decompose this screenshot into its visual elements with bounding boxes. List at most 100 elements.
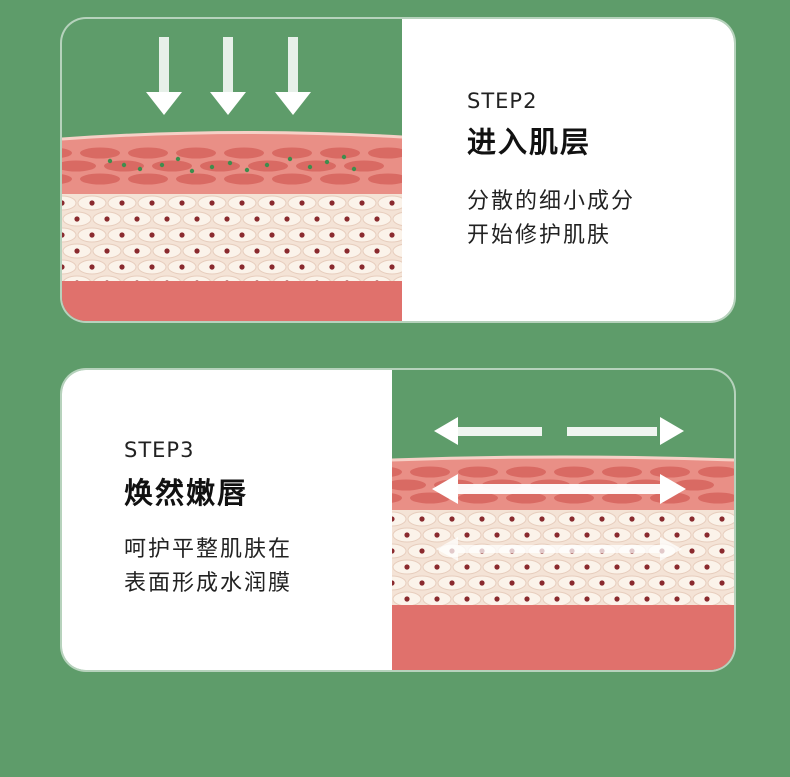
cell-nucleus bbox=[62, 264, 65, 270]
skin-cell bbox=[62, 259, 77, 275]
skin-spot bbox=[128, 147, 168, 159]
skin-spot bbox=[410, 492, 450, 504]
cell-nucleus bbox=[149, 200, 155, 206]
cell-nucleus bbox=[629, 516, 635, 522]
skin-spot bbox=[392, 479, 426, 491]
cell-nucleus bbox=[314, 248, 320, 254]
skin-spot bbox=[458, 466, 498, 478]
skin-spot bbox=[650, 466, 690, 478]
cell-nucleus bbox=[419, 548, 425, 554]
cell-nucleus bbox=[689, 516, 695, 522]
cell-nucleus bbox=[584, 596, 590, 602]
nutrient-droplet bbox=[175, 156, 181, 162]
skin-spot bbox=[698, 466, 734, 478]
cell-nucleus bbox=[389, 264, 395, 270]
cell-nucleus bbox=[494, 532, 500, 538]
cell-nucleus bbox=[374, 248, 380, 254]
cell-nucleus bbox=[419, 580, 425, 586]
down-arrow-icon bbox=[146, 37, 182, 115]
cell-nucleus bbox=[224, 216, 230, 222]
cell-nucleus bbox=[62, 200, 65, 206]
cell-nucleus bbox=[719, 548, 725, 554]
cell-nucleus bbox=[704, 596, 710, 602]
cell-nucleus bbox=[392, 548, 395, 554]
cell-nucleus bbox=[329, 232, 335, 238]
cell-nucleus bbox=[179, 232, 185, 238]
cell-nucleus bbox=[644, 564, 650, 570]
skin-spot bbox=[554, 492, 594, 504]
cell-nucleus bbox=[689, 580, 695, 586]
skin-spot bbox=[602, 466, 642, 478]
nutrient-droplet bbox=[159, 162, 165, 168]
cell-nucleus bbox=[89, 200, 95, 206]
cell-nucleus bbox=[284, 248, 290, 254]
cell-nucleus bbox=[494, 596, 500, 602]
skin-spot bbox=[392, 493, 402, 503]
cell-nucleus bbox=[449, 580, 455, 586]
down-arrow-icon bbox=[275, 37, 311, 115]
step3-card: STEP3 焕然嫩唇 呵护平整肌肤在 表面形成水润膜 bbox=[60, 368, 736, 672]
cell-nucleus bbox=[614, 564, 620, 570]
cell-nucleus bbox=[179, 200, 185, 206]
skin-base-layer bbox=[392, 605, 734, 670]
skin-spot bbox=[80, 147, 120, 159]
nutrient-droplet bbox=[189, 168, 195, 174]
cell-nucleus bbox=[164, 216, 170, 222]
nutrient-droplet bbox=[351, 166, 357, 172]
cell-nucleus bbox=[194, 248, 200, 254]
cell-nucleus bbox=[659, 580, 665, 586]
cell-nucleus bbox=[434, 596, 440, 602]
cell-nucleus bbox=[359, 200, 365, 206]
skin-spot bbox=[344, 160, 384, 172]
cell-nucleus bbox=[254, 216, 260, 222]
cell-nucleus bbox=[239, 232, 245, 238]
skin-spot bbox=[296, 160, 336, 172]
cell-nucleus bbox=[509, 516, 515, 522]
cell-nucleus bbox=[689, 548, 695, 554]
nutrient-droplet bbox=[107, 158, 113, 164]
step-description: 分散的细小成分 开始修护肌肤 bbox=[467, 185, 635, 253]
cell-nucleus bbox=[434, 532, 440, 538]
cell-nucleus bbox=[659, 516, 665, 522]
nutrient-droplet bbox=[307, 164, 313, 170]
nutrient-droplet bbox=[287, 156, 293, 162]
description-line: 呵护平整肌肤在 bbox=[124, 537, 293, 562]
nutrient-droplet bbox=[341, 154, 347, 160]
cell-nucleus bbox=[89, 264, 95, 270]
cell-nucleus bbox=[584, 532, 590, 538]
cell-nucleus bbox=[494, 564, 500, 570]
cell-nucleus bbox=[119, 200, 125, 206]
skin-spot bbox=[554, 466, 594, 478]
nutrient-droplet bbox=[209, 164, 215, 170]
step-title: 焕然嫩唇 bbox=[124, 476, 249, 510]
cell-nucleus bbox=[614, 596, 620, 602]
skin-cell bbox=[62, 227, 77, 243]
cell-nucleus bbox=[359, 232, 365, 238]
cell-nucleus bbox=[194, 216, 200, 222]
cell-nucleus bbox=[479, 580, 485, 586]
skin-spot bbox=[320, 147, 360, 159]
cell-nucleus bbox=[719, 580, 725, 586]
skin-spot bbox=[62, 160, 96, 172]
cell-nucleus bbox=[599, 580, 605, 586]
cell-nucleus bbox=[344, 216, 350, 222]
skin-spot bbox=[458, 492, 498, 504]
skin-spot bbox=[392, 467, 402, 477]
cell-nucleus bbox=[404, 596, 410, 602]
cell-nucleus bbox=[149, 232, 155, 238]
cell-nucleus bbox=[554, 532, 560, 538]
cell-nucleus bbox=[509, 580, 515, 586]
cell-nucleus bbox=[464, 564, 470, 570]
skin-spot bbox=[506, 466, 546, 478]
cell-nucleus bbox=[89, 232, 95, 238]
cell-nucleus bbox=[629, 580, 635, 586]
cell-nucleus bbox=[674, 596, 680, 602]
cell-nucleus bbox=[134, 216, 140, 222]
cell-nucleus bbox=[644, 532, 650, 538]
double-headed-arrow-icon bbox=[432, 474, 686, 504]
cell-nucleus bbox=[329, 264, 335, 270]
skin-spot bbox=[224, 173, 264, 185]
double-headed-arrow-icon bbox=[434, 417, 684, 445]
cell-nucleus bbox=[374, 216, 380, 222]
cell-nucleus bbox=[464, 596, 470, 602]
